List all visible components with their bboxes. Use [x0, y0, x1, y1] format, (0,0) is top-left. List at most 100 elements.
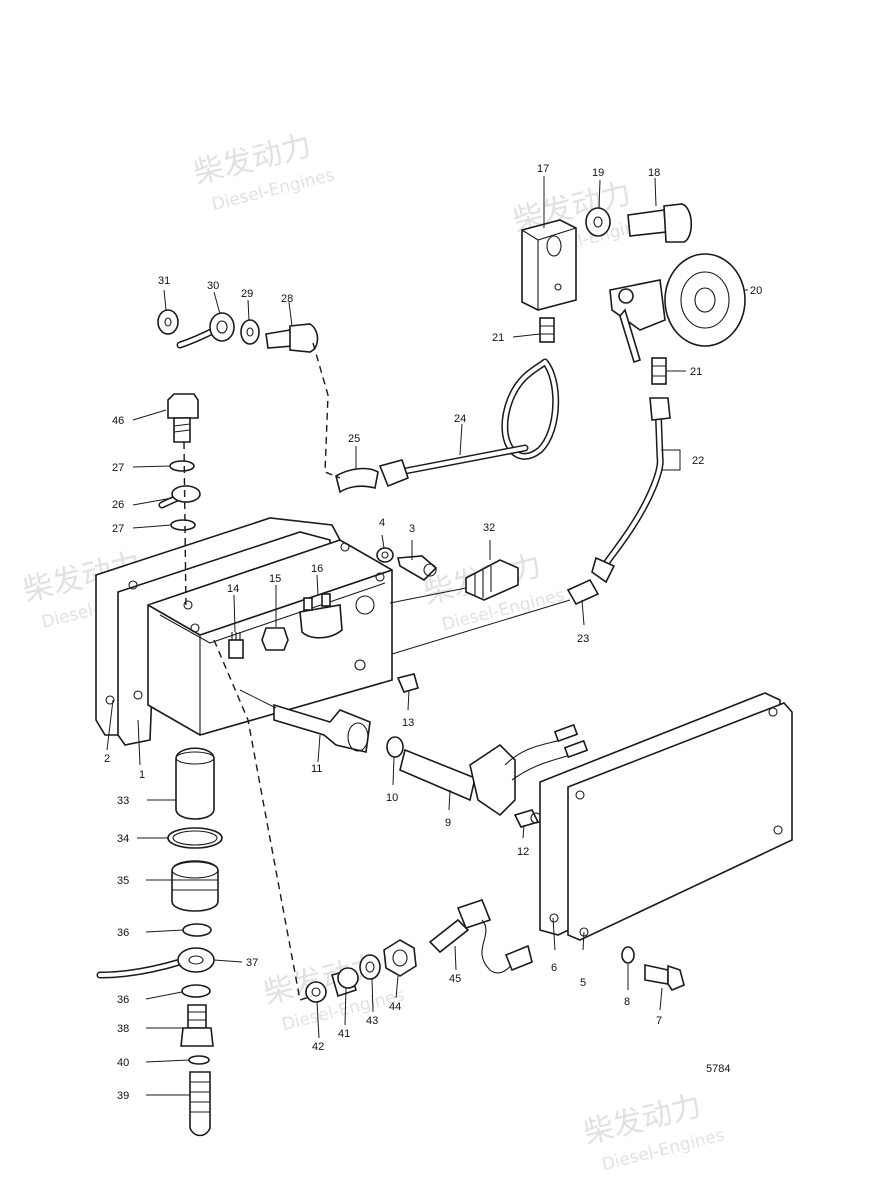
plug-39 [189, 1071, 211, 1137]
callout-4: 4 [379, 517, 385, 529]
block-17 [521, 219, 577, 311]
washer-29 [240, 319, 260, 345]
cover-plate [539, 692, 793, 941]
callout-26: 26 [112, 499, 124, 511]
washer-19 [585, 207, 611, 237]
sensor-15 [261, 627, 289, 651]
o-ring-34 [167, 827, 223, 849]
callout-7: 7 [656, 1015, 662, 1027]
callout-30: 30 [207, 280, 219, 292]
dashed-line-46 [183, 441, 187, 611]
pipe-24 [378, 358, 560, 488]
bolt-46 [167, 393, 199, 443]
callout-10: 10 [386, 792, 398, 804]
washer-8 [621, 946, 635, 964]
callout-33: 33 [117, 795, 129, 807]
callout-34: 34 [117, 833, 129, 845]
dashed-line-housing-41 [213, 639, 313, 1001]
washer-31 [157, 309, 179, 335]
callout-19: 19 [592, 167, 604, 179]
callout-1: 1 [139, 769, 145, 781]
callout-23: 23 [577, 633, 589, 645]
callout-3: 3 [409, 523, 415, 535]
callout-32: 32 [483, 522, 495, 534]
bolt-38 [180, 1004, 214, 1047]
pipe-22 [591, 397, 671, 584]
fitting-21b [651, 357, 667, 385]
callout-22: 22 [692, 455, 704, 467]
callout-28: 28 [281, 293, 293, 305]
callout-44: 44 [389, 1001, 401, 1013]
callout-25: 25 [348, 433, 360, 445]
callout-labels: 1 2 3 4 5 6 7 8 9 10 11 12 13 14 15 16 1… [104, 163, 762, 1102]
nut-35 [171, 860, 219, 912]
callout-38: 38 [117, 1023, 129, 1035]
bolt-28 [265, 323, 319, 353]
callout-15: 15 [269, 573, 281, 585]
sleeve-33 [175, 747, 215, 820]
callout-18: 18 [648, 167, 660, 179]
callout-21a: 21 [492, 332, 504, 344]
callout-43: 43 [366, 1015, 378, 1027]
valve-20 [609, 253, 746, 364]
callout-41: 41 [338, 1028, 350, 1040]
plug-13 [396, 673, 419, 693]
callout-13: 13 [402, 717, 414, 729]
sensor-14 [228, 632, 244, 659]
callout-9: 9 [445, 817, 451, 829]
sleeve-11 [273, 703, 371, 753]
callout-39: 39 [117, 1090, 129, 1102]
adapter-41 [331, 967, 359, 998]
callout-8: 8 [624, 996, 630, 1008]
dashed-line-28 [312, 342, 341, 479]
washer-43 [359, 954, 381, 980]
callout-6: 6 [551, 962, 557, 974]
sender-9 [399, 723, 589, 817]
callout-14: 14 [227, 583, 239, 595]
callout-36a: 36 [117, 927, 129, 939]
callout-46: 46 [112, 415, 124, 427]
fitting-21a [539, 317, 555, 343]
sender-45 [428, 899, 533, 974]
washer-27a [169, 460, 195, 472]
o-ring-10 [386, 736, 404, 758]
callout-24: 24 [454, 413, 466, 425]
callout-36b: 36 [117, 994, 129, 1006]
bolt-7 [644, 964, 685, 991]
banjo-26 [158, 485, 201, 509]
banjo-30 [176, 312, 235, 349]
callout-42: 42 [312, 1041, 324, 1053]
callout-27b: 27 [112, 523, 124, 535]
washer-27b [170, 519, 196, 531]
washer-36a [182, 923, 212, 937]
washer-40 [188, 1055, 210, 1065]
washer-42 [305, 981, 327, 1003]
nut-44 [383, 939, 417, 977]
banjo-37 [96, 947, 215, 979]
fitting-23 [566, 578, 600, 606]
callout-12: 12 [517, 846, 529, 858]
guide-line-11 [239, 689, 277, 709]
callout-11: 11 [311, 763, 322, 775]
callout-17: 17 [537, 163, 549, 175]
screw-12 [513, 809, 542, 828]
washer-4 [376, 547, 394, 563]
guide-line-32 [389, 587, 467, 604]
callout-29: 29 [241, 288, 253, 300]
screw-3 [396, 555, 438, 582]
callout-2: 2 [104, 753, 110, 765]
callout-45: 45 [449, 973, 461, 985]
callout-16: 16 [311, 563, 323, 575]
callout-5: 5 [580, 977, 586, 989]
callout-31: 31 [158, 275, 170, 287]
callout-21b: 21 [690, 366, 702, 378]
callout-40: 40 [117, 1057, 129, 1069]
sensor-16 [299, 593, 343, 639]
adapter-32 [465, 559, 519, 601]
drawing-number: 5784 [706, 1063, 730, 1075]
washer-36b [181, 984, 211, 998]
elbow-25 [335, 467, 379, 494]
leader-lines [106, 176, 748, 1096]
callout-27a: 27 [112, 462, 124, 474]
